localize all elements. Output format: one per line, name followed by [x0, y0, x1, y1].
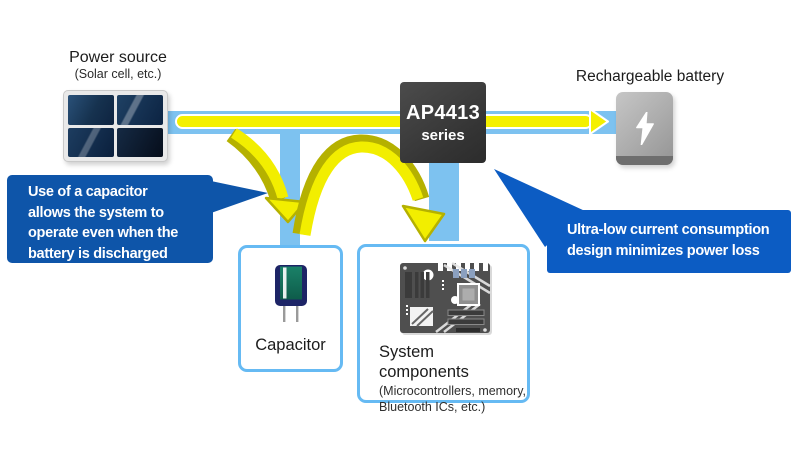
- system-components-subtitle: (Microcontrollers, memory, Bluetooth ICs…: [379, 384, 527, 414]
- solar-panel-icon: [63, 90, 168, 162]
- capacitor-discharge-arrowhead: [401, 204, 446, 243]
- capacitor-box: Capacitor: [238, 245, 343, 372]
- capacitor-feed-arrowhead: [264, 196, 307, 224]
- system-components-label: System components (Microcontrollers, mem…: [360, 342, 527, 415]
- system-components-box: System components (Microcontrollers, mem…: [357, 244, 530, 414]
- capacitor-discharge-arrow: [299, 141, 424, 236]
- solar-cell: [117, 95, 163, 125]
- charge-flow-arrowhead: [589, 108, 609, 135]
- motherboard-icon: [400, 261, 492, 335]
- chip-name: AP4413: [405, 101, 481, 124]
- power-source-label: Power source (Solar cell, etc.): [38, 48, 198, 82]
- power-source-subtitle: (Solar cell, etc.): [74, 67, 162, 81]
- system-components-title: System components: [379, 343, 469, 381]
- solar-cell: [68, 95, 114, 125]
- capacitor-label: Capacitor: [255, 336, 326, 354]
- lightning-bolt-icon: [635, 112, 654, 145]
- battery-base-strip: [616, 156, 673, 165]
- solar-cell: [117, 127, 163, 157]
- chip-note-callout: Ultra-low current consumption design min…: [547, 210, 791, 273]
- solar-cell: [68, 127, 114, 157]
- capacitor-icon: [274, 265, 307, 322]
- capacitor-note-pointer: [211, 181, 268, 213]
- chip-series: series: [421, 126, 465, 144]
- capacitor-feed-arrow: [230, 128, 289, 200]
- battery-icon: [616, 92, 673, 165]
- charge-flow-arrow-shaft: [175, 114, 593, 129]
- capacitor-note-callout: Use of a capacitor allows the system to …: [7, 175, 213, 263]
- battery-title: Rechargeable battery: [575, 68, 725, 85]
- power-source-title: Power source: [69, 49, 167, 66]
- ap4413-chip: AP4413 series: [400, 82, 486, 163]
